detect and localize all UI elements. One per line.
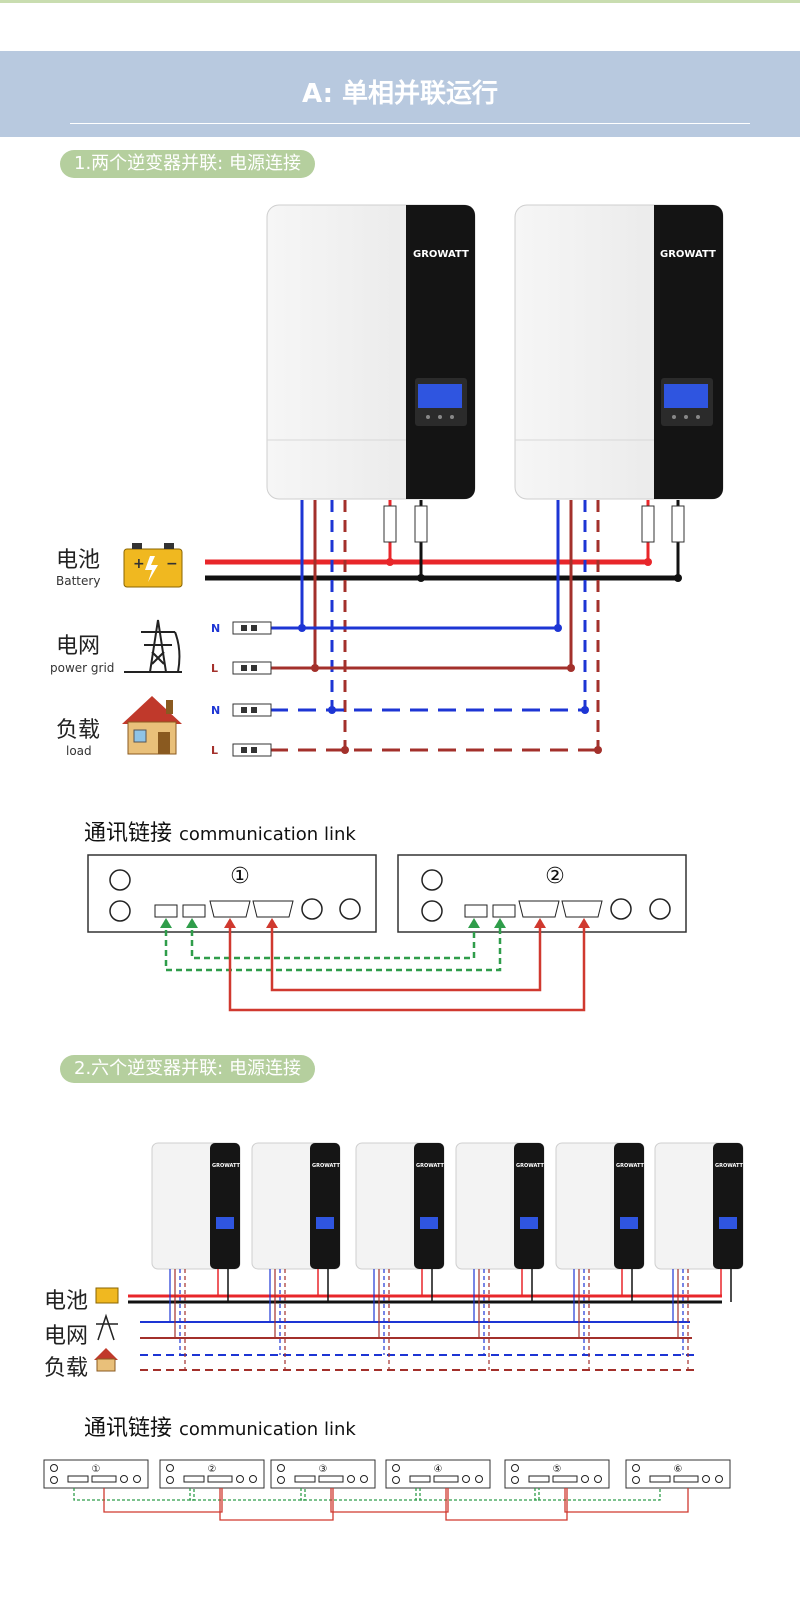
- comm2-red-link-1: [103, 1488, 223, 1513]
- comm2-red-link-5: [564, 1488, 689, 1513]
- brand-logo-six-6: GROWATT: [715, 1163, 744, 1169]
- house-icon: [122, 696, 182, 755]
- power-tower-icon: [124, 619, 182, 673]
- battery-label: 电池: [56, 548, 101, 573]
- comm2-green-link-2: [189, 1488, 306, 1501]
- load-label-2: 负载: [44, 1356, 89, 1381]
- comm-cables-1: [160, 918, 590, 1012]
- n-label-load: N: [211, 704, 220, 717]
- comm1-unit-2-label: ②: [545, 864, 565, 889]
- page-title: A: 单相并联运行: [301, 79, 499, 109]
- comm1-title-zh: 通讯链接: [84, 821, 173, 846]
- brand-logo-1: GROWATT: [413, 249, 469, 260]
- comm1-title: 通讯链接 communication link: [84, 815, 356, 847]
- comm1-unit-1-label: ①: [230, 864, 250, 889]
- battery-label-en: Battery: [56, 574, 101, 588]
- comm2-green-link-1: [73, 1488, 195, 1501]
- header-divider: [70, 123, 750, 124]
- grid-label: 电网: [56, 634, 101, 659]
- comm2-unit-label-3: ③: [319, 1464, 328, 1475]
- comm2-unit-label-5: ⑤: [553, 1464, 562, 1475]
- brand-logo-six-3: GROWATT: [416, 1163, 445, 1169]
- grid-label-2: 电网: [44, 1324, 89, 1349]
- comm-panel-1: [87, 854, 377, 933]
- comm-panel-2: [397, 854, 687, 933]
- top-accent-line: [0, 0, 800, 3]
- brand-logo-six-5: GROWATT: [616, 1163, 645, 1169]
- comm2-title-zh: 通讯链接: [84, 1416, 173, 1441]
- comm2-green-link-4: [415, 1488, 540, 1501]
- power-tower-icon-2: [96, 1313, 118, 1341]
- comm2-title: 通讯链接 communication link: [84, 1410, 356, 1442]
- brand-logo-six-2: GROWATT: [312, 1163, 341, 1169]
- comm2-red-link-2: [219, 1488, 334, 1521]
- n-label-grid: N: [211, 622, 220, 635]
- grid-label-en: power grid: [50, 661, 115, 675]
- l-label-load: L: [211, 744, 218, 757]
- battery-icon: + −: [123, 543, 183, 588]
- load-label-en: load: [66, 744, 92, 758]
- comm2-unit-label-6: ⑥: [674, 1464, 683, 1475]
- l-label-grid: L: [211, 662, 218, 675]
- comm2-panel-6: ⑥: [625, 1459, 731, 1489]
- comm2-red-link-3: [330, 1488, 449, 1513]
- svg-text:+: +: [133, 556, 145, 572]
- comm1-title-en: communication link: [179, 824, 356, 845]
- comm2-unit-label-2: ②: [208, 1464, 217, 1475]
- svg-text:−: −: [166, 556, 178, 572]
- inverter-six-3: GROWATT: [355, 1142, 445, 1370]
- house-icon-2: [94, 1348, 118, 1372]
- inverter-six-6: GROWATT: [654, 1142, 744, 1370]
- comm2-panel-5: ⑤: [504, 1459, 610, 1489]
- inverter-2: [514, 204, 724, 500]
- inverter-1: [266, 204, 476, 500]
- comm2-unit-label-4: ④: [434, 1464, 443, 1475]
- comm2-panel-4: ④: [385, 1459, 491, 1489]
- comm2-title-en: communication link: [179, 1419, 356, 1440]
- comm2-green-link-3: [300, 1488, 421, 1501]
- comm2-panel-2: ②: [159, 1459, 265, 1489]
- battery-bus: [205, 500, 685, 582]
- inverter-six-4: GROWATT: [455, 1142, 545, 1370]
- section1-title: 1.两个逆变器并联: 电源连接: [60, 150, 315, 178]
- battery-icon-2: [95, 1287, 119, 1304]
- load-label: 负载: [56, 718, 101, 743]
- brand-logo-six-4: GROWATT: [516, 1163, 545, 1169]
- battery-label-2: 电池: [44, 1289, 89, 1314]
- comm2-unit-label-1: ①: [92, 1464, 101, 1475]
- comm2-green-link-5: [534, 1488, 661, 1501]
- comm2-panel-1: ①: [43, 1459, 149, 1489]
- header-banner: A: 单相并联运行: [0, 51, 800, 137]
- inverter-six-1: GROWATT: [151, 1142, 241, 1370]
- ac-wiring: [232, 500, 602, 757]
- brand-logo-2: GROWATT: [660, 249, 716, 260]
- section2-title: 2.六个逆变器并联: 电源连接: [60, 1055, 315, 1083]
- inverter-six-2: GROWATT: [251, 1142, 341, 1370]
- comm2-panel-3: ③: [270, 1459, 376, 1489]
- comm2-red-link-4: [445, 1488, 568, 1521]
- brand-logo-six-1: GROWATT: [212, 1163, 241, 1169]
- inverter-six-5: GROWATT: [555, 1142, 645, 1370]
